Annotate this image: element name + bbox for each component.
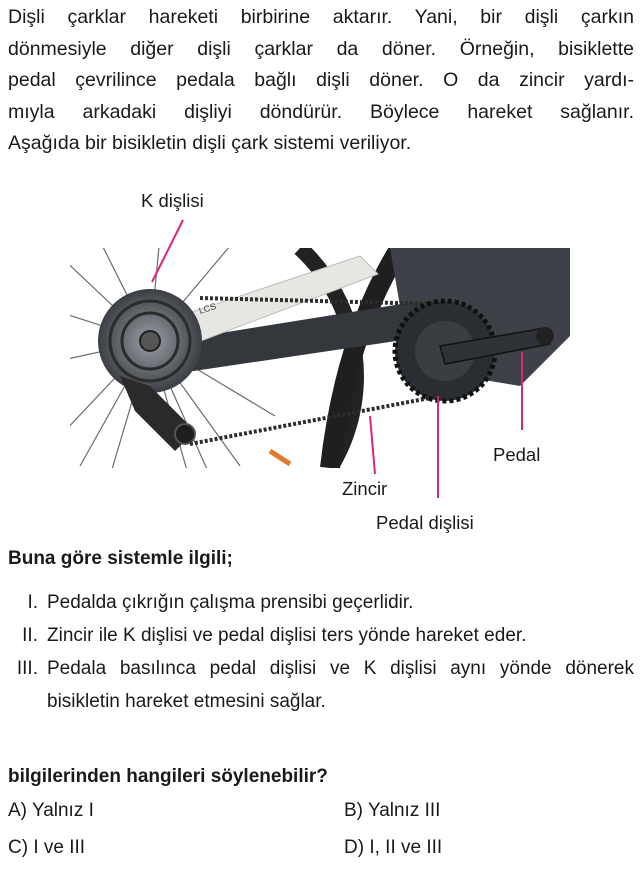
option-text: Yalnız I xyxy=(31,800,94,821)
statement-text: Pedala basılınca pedal dişlisi ve K dişl… xyxy=(47,658,634,712)
option-b[interactable]: B) Yalnız III xyxy=(344,800,440,822)
option-letter: C) xyxy=(8,837,29,858)
intro-line: Aşağıda bir bisikletin dişli çark sistem… xyxy=(8,132,412,154)
label-pedal: Pedal xyxy=(493,444,541,465)
statement-number: II. xyxy=(22,625,38,646)
chain-pointer xyxy=(369,415,376,475)
pointer-lines xyxy=(151,219,523,498)
label-pedal-gear: Pedal dişlisi xyxy=(376,512,474,533)
statement-list: I. Pedalda çıkrığın çalışma prensibi geç… xyxy=(8,586,634,718)
label-k-gear: K dişlisi xyxy=(141,190,204,211)
option-text: I ve III xyxy=(33,837,86,858)
statement-number: I. xyxy=(27,592,38,613)
option-letter: A) xyxy=(8,800,27,821)
statement-item: I. Pedalda çıkrığın çalışma prensibi geç… xyxy=(8,586,634,619)
statement-item: III. Pedala basılınca pedal dişlisi ve K… xyxy=(8,652,634,718)
option-letter: D) xyxy=(344,837,365,858)
option-text: Yalnız III xyxy=(367,800,441,821)
option-d[interactable]: D) I, II ve III xyxy=(344,837,442,859)
label-chain: Zincir xyxy=(342,478,388,499)
statement-number: III. xyxy=(16,658,38,679)
question-tail: bilgilerinden hangileri söylenebilir? xyxy=(8,766,328,787)
intro-paragraph: Dişli çarklar hareketi birbirine aktarır… xyxy=(8,2,634,160)
crank-arm xyxy=(439,327,551,365)
option-c[interactable]: C) I ve III xyxy=(8,837,85,859)
photo-content: LCS xyxy=(70,248,570,468)
option-letter: B) xyxy=(344,800,363,821)
intro-line: mıyla arkadaki dişliyi döndürür. Böylece… xyxy=(8,100,634,123)
intro-line: dönmesiyle diğer dişli çarklar da döner.… xyxy=(8,37,634,60)
statement-item: II. Zincir ile K dişlisi ve pedal dişlis… xyxy=(8,619,634,652)
option-a[interactable]: A) Yalnız I xyxy=(8,800,94,822)
statement-text: Pedalda çıkrığın çalışma prensibi geçerl… xyxy=(47,592,414,613)
intro-line: pedal çevrilince pedala bağlı dişli döne… xyxy=(8,69,634,91)
intro-line: Dişli çarklar hareketi birbirine aktarır… xyxy=(8,6,634,28)
bicycle-drivetrain-photo: LCS xyxy=(70,219,570,498)
question-lead: Buna göre sistemle ilgili; xyxy=(8,548,233,569)
k-gear-pointer xyxy=(151,219,184,283)
chain xyxy=(189,296,441,446)
chainstay xyxy=(140,301,430,376)
statement-text: Zincir ile K dişlisi ve pedal dişlisi te… xyxy=(47,625,527,646)
bicycle-gear-figure: LCS xyxy=(0,186,643,536)
option-text: I, II ve III xyxy=(369,837,443,858)
